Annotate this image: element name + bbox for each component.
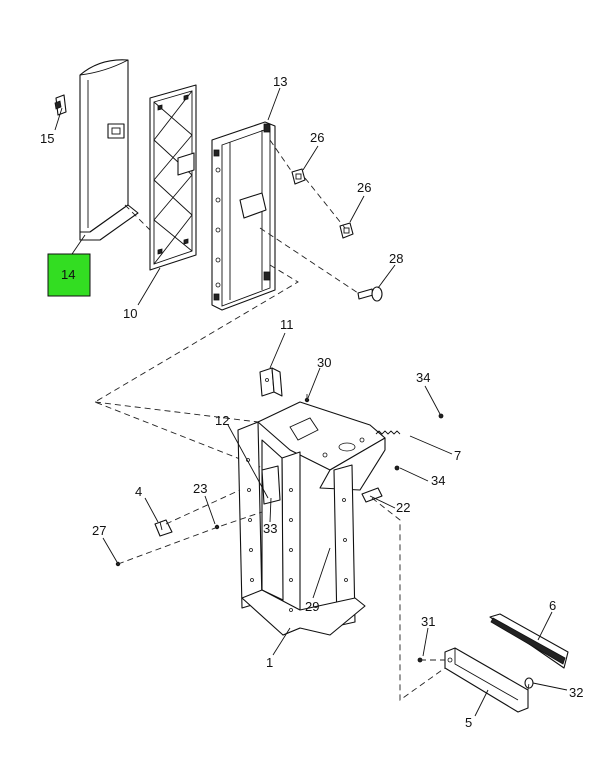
callout-14: 14 <box>61 267 75 282</box>
callout-32: 32 <box>569 685 583 700</box>
part-15-clip <box>54 94 67 116</box>
callout-4: 4 <box>135 484 142 499</box>
callout-26-upper: 26 <box>310 130 324 145</box>
part-11-bracket <box>259 367 283 397</box>
part-13-back-plate <box>211 121 276 311</box>
callout-11: 11 <box>280 317 294 332</box>
upper-dashed-guides <box>93 139 359 471</box>
part-34-screw-upper <box>438 413 444 419</box>
callout-13: 13 <box>273 74 287 89</box>
callout-34-upper: 34 <box>416 370 430 385</box>
part-1-frame <box>237 401 386 636</box>
part-26-nut-upper <box>291 168 306 185</box>
part-5-guide-plate <box>444 647 529 713</box>
highlight-box-callout-14 <box>47 253 91 297</box>
callout-22: 22 <box>396 500 410 515</box>
part-7-spring <box>375 430 401 435</box>
callout-30: 30 <box>317 355 331 370</box>
lower-dashed-guides <box>94 390 530 701</box>
part-14-cover-panel <box>79 59 139 241</box>
part-22-bracket <box>361 487 383 503</box>
callout-34-lower: 34 <box>431 473 445 488</box>
callout-5: 5 <box>465 715 472 730</box>
callout-26-lower: 26 <box>357 180 371 195</box>
part-10-filter-panel <box>149 84 197 271</box>
callout-28: 28 <box>389 251 403 266</box>
part-34-screw-lower <box>394 465 400 471</box>
callout-27: 27 <box>92 523 106 538</box>
part-4-clip <box>154 519 173 537</box>
part-6-rail <box>489 613 569 669</box>
callout-6: 6 <box>549 598 556 613</box>
callout-29: 29 <box>305 599 319 614</box>
callout-7: 7 <box>454 448 461 463</box>
part-28-bolt <box>357 286 383 302</box>
callout-1: 1 <box>266 655 273 670</box>
callout-31: 31 <box>421 614 435 629</box>
callout-12: 12 <box>215 413 229 428</box>
callout-10: 10 <box>123 306 137 321</box>
callout-15: 15 <box>40 131 54 146</box>
callout-33: 33 <box>263 521 277 536</box>
callout-labels: 15 14 10 13 26 26 28 11 30 12 34 7 34 4 … <box>40 74 583 730</box>
callout-23: 23 <box>193 481 207 496</box>
leader-lines <box>54 87 568 717</box>
part-26-nut-lower <box>339 222 354 239</box>
part-32-knob <box>524 677 534 689</box>
